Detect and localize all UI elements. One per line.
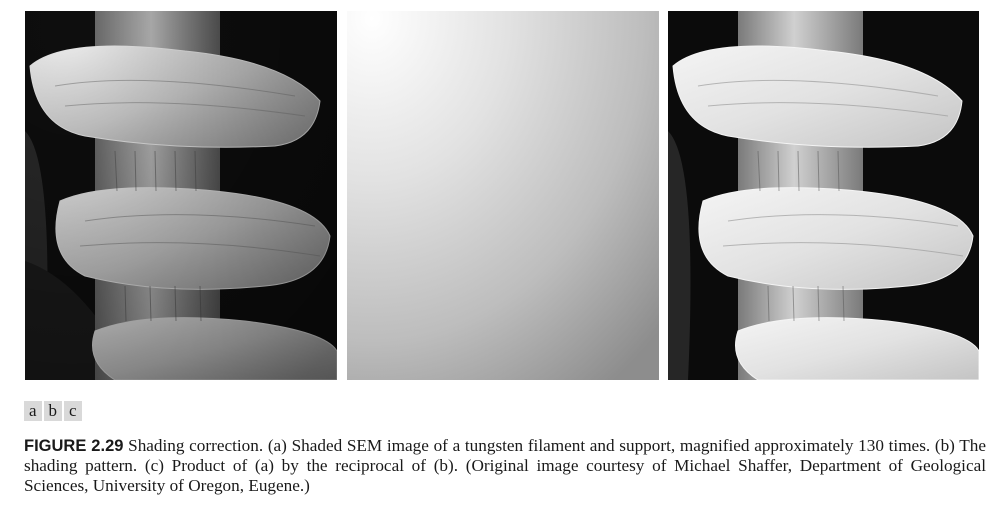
- panel-labels: a b c: [24, 401, 82, 421]
- tungsten-filament-corrected-image: [668, 11, 979, 380]
- panel-b-shading-pattern: [347, 11, 659, 380]
- panel-label-b: b: [43, 401, 63, 421]
- panel-label-c: c: [64, 401, 82, 421]
- shading-pattern-gradient: [347, 11, 659, 380]
- figure-caption-text: Shading correction. (a) Shaded SEM image…: [24, 436, 987, 495]
- tungsten-filament-shaded-image: [25, 11, 337, 380]
- panel-label-a: a: [24, 401, 42, 421]
- panel-a-shaded-sem-image: [25, 11, 337, 380]
- panel-c-corrected-image: [668, 11, 979, 380]
- figure-label: FIGURE 2.29: [24, 437, 124, 455]
- figure-caption: FIGURE 2.29 Shading correction. (a) Shad…: [24, 436, 986, 496]
